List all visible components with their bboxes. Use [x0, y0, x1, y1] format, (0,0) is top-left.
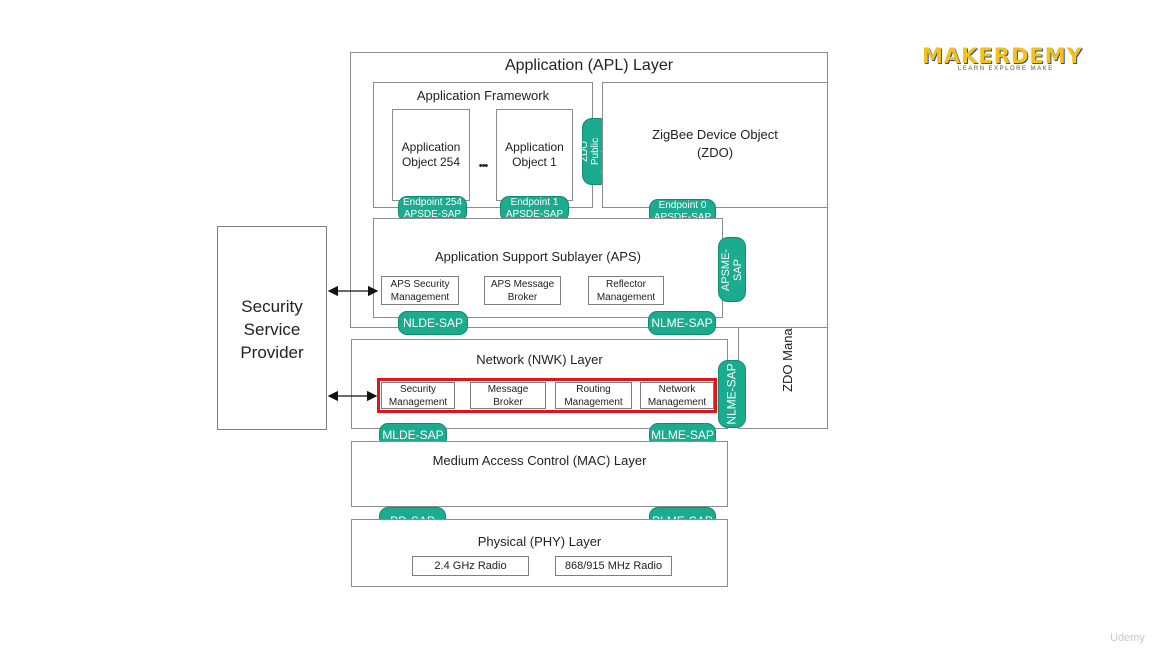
radio-868-915mhz: 868/915 MHz Radio	[555, 556, 672, 576]
nwk-security-management: Security Management	[381, 382, 455, 409]
aps-sublayer-title: Application Support Sublayer (APS)	[435, 249, 641, 264]
phy-layer-title: Physical (PHY) Layer	[477, 534, 602, 549]
phy-layer	[351, 519, 728, 587]
endpoint-1-apsde-sap: Endpoint 1 APSDE-SAP	[500, 196, 569, 222]
security-service-provider-title: Security Service Provider	[240, 297, 304, 362]
nlde-sap: NLDE-SAP	[398, 311, 468, 335]
aps-message-broker: APS Message Broker	[484, 276, 561, 305]
nwk-network-management: Network Management	[640, 382, 714, 409]
nlme-sap: NLME-SAP	[648, 311, 716, 335]
nwk-routing-management: Routing Management	[555, 382, 632, 409]
nlme-sap-side: NLME-SAP	[718, 360, 746, 428]
apsme-sap: APSME- SAP	[718, 237, 746, 302]
logo-brand: MAKERDEMY	[922, 44, 1083, 68]
mac-layer	[351, 441, 728, 507]
zigbee-device-object-title: ZigBee Device Object (ZDO)	[652, 127, 778, 160]
endpoint-254-apsde-sap: Endpoint 254 APSDE-SAP	[398, 196, 467, 222]
makerdemy-logo: MAKERDEMY LEARN EXPLORE MAKE	[922, 44, 1092, 78]
security-service-provider-box: Security Service Provider	[217, 226, 327, 430]
logo-tagline: LEARN EXPLORE MAKE	[958, 66, 1054, 72]
application-framework-title: Application Framework	[416, 88, 550, 103]
nwk-layer-title: Network (NWK) Layer	[476, 352, 603, 367]
application-object-1-label: Application Object 1	[505, 140, 564, 169]
reflector-management: Reflector Management	[588, 276, 664, 305]
nwk-message-broker: Message Broker	[470, 382, 546, 409]
aps-security-management: APS Security Management	[381, 276, 459, 305]
ellipsis: •••	[478, 160, 489, 172]
mac-layer-title: Medium Access Control (MAC) Layer	[432, 453, 647, 468]
radio-2-4ghz: 2.4 GHz Radio	[412, 556, 529, 576]
application-object-254	[392, 109, 470, 201]
nwk-modules-highlight	[377, 378, 717, 413]
application-object-254-label: Application Object 254	[401, 140, 461, 169]
apl-layer-title: Application (APL) Layer	[504, 57, 674, 74]
udemy-watermark: Udemy	[1110, 632, 1145, 644]
